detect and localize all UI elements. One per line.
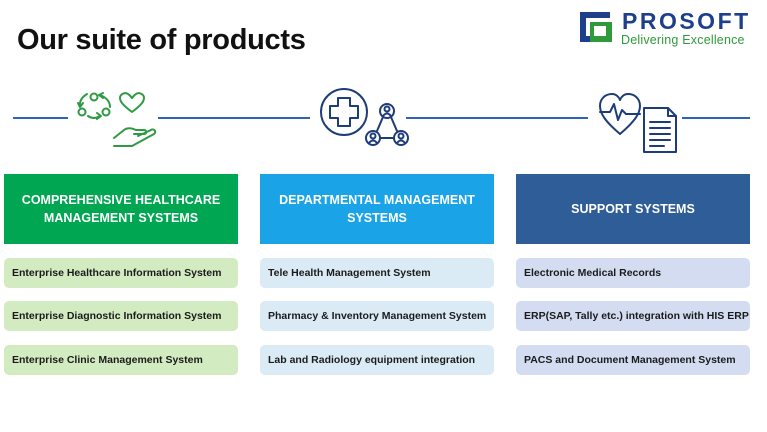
product-item: Tele Health Management System (260, 258, 494, 288)
product-item: Enterprise Healthcare Information System (4, 258, 238, 288)
connector-line (158, 117, 310, 119)
column-header-support: SUPPORT SYSTEMS (516, 174, 750, 244)
product-item: Enterprise Diagnostic Information System (4, 301, 238, 331)
heartbeat-document-icon (599, 93, 677, 153)
recycle-heart-hand-icon (77, 92, 157, 147)
column-header-departmental: DEPARTMENTAL MANAGEMENT SYSTEMS (260, 174, 494, 244)
prosoft-logo-mark-icon (580, 12, 612, 42)
logo-tagline: Delivering Excellence (621, 33, 745, 47)
product-item: Lab and Radiology equipment integration (260, 345, 494, 375)
column-header-label: DEPARTMENTAL MANAGEMENT SYSTEMS (279, 193, 475, 225)
product-item: PACS and Document Management System (516, 345, 750, 375)
product-item: ERP(SAP, Tally etc.) integration with HI… (516, 301, 750, 331)
column-header-label: COMPREHENSIVE HEALTHCARE MANAGEMENT SYST… (21, 193, 221, 225)
product-item: Enterprise Clinic Management System (4, 345, 238, 375)
connector-line (406, 117, 588, 119)
logo-name: PROSOFT (622, 8, 751, 34)
connector-line (13, 117, 68, 119)
column-header-label: SUPPORT SYSTEMS (571, 202, 695, 216)
page-title: Our suite of products (17, 24, 306, 56)
connector-line (682, 117, 750, 119)
medical-cross-network-icon (320, 88, 409, 146)
prosoft-logo: PROSOFT Delivering Excellence (578, 8, 763, 48)
product-item: Pharmacy & Inventory Management System (260, 301, 494, 331)
column-header-comprehensive: COMPREHENSIVE HEALTHCARE MANAGEMENT SYST… (4, 174, 238, 244)
product-item: Electronic Medical Records (516, 258, 750, 288)
